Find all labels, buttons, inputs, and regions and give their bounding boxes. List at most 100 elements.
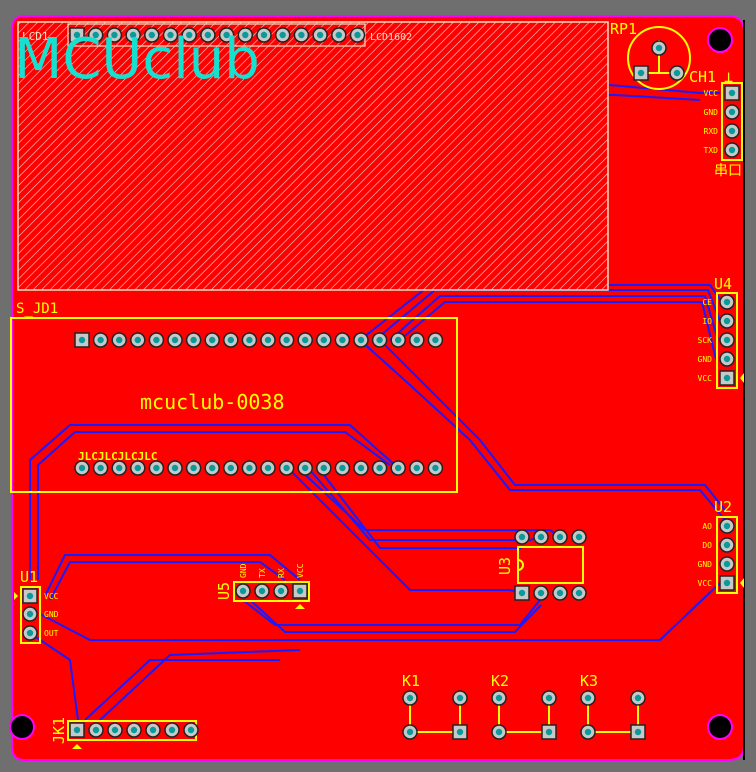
pin1-marker xyxy=(14,592,18,600)
drill-hole xyxy=(190,464,197,472)
ch1-pin-label: TXD xyxy=(704,146,719,155)
drill-hole xyxy=(357,336,365,344)
drill-hole xyxy=(456,694,464,702)
drill-hole xyxy=(78,464,86,472)
u3-outline[interactable] xyxy=(517,546,584,584)
drill-hole xyxy=(723,298,731,306)
drill-hole xyxy=(277,587,285,595)
drill-hole xyxy=(728,146,736,154)
u5-designator: U5 xyxy=(215,582,233,600)
drill-hole xyxy=(634,728,642,736)
drill-hole xyxy=(584,694,592,702)
u1-outline[interactable] xyxy=(20,586,41,644)
drill-hole xyxy=(655,44,663,52)
rp1-outline[interactable] xyxy=(627,26,691,90)
mounting-hole xyxy=(707,714,733,740)
drill-hole xyxy=(302,336,309,344)
drill-hole xyxy=(134,336,141,344)
drill-hole xyxy=(495,694,503,702)
drill-hole xyxy=(134,464,141,472)
drill-hole xyxy=(167,31,174,39)
ch1-outline[interactable] xyxy=(721,82,743,161)
drill-hole xyxy=(279,31,286,39)
k2-designator: K2 xyxy=(491,672,509,690)
u5-pin-label: RX xyxy=(277,568,286,578)
drill-hole xyxy=(26,629,34,637)
drill-hole xyxy=(556,533,564,541)
u3-notch xyxy=(517,559,524,571)
s-jd1-title: mcuclub-0038 xyxy=(140,390,285,414)
drill-hole xyxy=(26,610,34,618)
drill-hole xyxy=(204,31,212,39)
drill-hole xyxy=(258,587,266,595)
drill-hole xyxy=(209,336,216,344)
k3-designator: K3 xyxy=(580,672,598,690)
mounting-hole xyxy=(9,714,35,740)
u3-designator: U3 xyxy=(496,557,514,575)
ch1-designator: CH1 xyxy=(689,68,716,86)
pin1-marker xyxy=(72,744,82,749)
u4-pin-label: VCC xyxy=(698,374,713,383)
ch1-pin-label: RXD xyxy=(704,127,719,136)
drill-hole xyxy=(413,464,420,472)
drill-hole xyxy=(456,728,464,736)
drill-hole xyxy=(129,31,137,39)
lcd-area[interactable] xyxy=(17,21,609,291)
u2-outline[interactable] xyxy=(716,516,738,594)
key-outline xyxy=(409,698,461,733)
drill-hole xyxy=(171,336,179,344)
u4-pin-label: IO xyxy=(702,317,712,326)
drill-hole xyxy=(335,31,342,39)
ch1-ground-symbol: ⊥ xyxy=(724,68,733,86)
drill-hole xyxy=(239,587,247,595)
drill-hole xyxy=(723,522,731,530)
drill-hole xyxy=(116,464,123,472)
u2-designator: U2 xyxy=(714,498,732,516)
ch1-pin-label: VCC xyxy=(704,89,719,98)
drill-hole xyxy=(283,336,290,344)
drill-hole xyxy=(283,464,290,472)
drill-hole xyxy=(637,69,645,77)
lcd-designator: LCD1 xyxy=(22,30,49,43)
drill-hole xyxy=(432,464,439,472)
drill-hole xyxy=(171,464,179,472)
drill-hole xyxy=(406,694,414,702)
ch1-caption: 串口 xyxy=(714,163,742,179)
u1-pin-label: GND xyxy=(44,610,59,619)
drill-hole xyxy=(395,464,402,472)
drill-hole xyxy=(242,31,249,39)
drill-hole xyxy=(575,533,583,541)
drill-hole xyxy=(316,31,324,39)
drill-hole xyxy=(264,464,272,472)
drill-hole xyxy=(227,464,234,472)
drill-hole xyxy=(723,374,731,382)
drill-hole xyxy=(78,336,86,344)
drill-hole xyxy=(111,31,118,39)
u5-pin-label: GND xyxy=(239,563,248,578)
u4-outline[interactable] xyxy=(716,292,738,389)
s-jd1-outline[interactable] xyxy=(10,317,458,493)
drill-hole xyxy=(432,336,439,344)
drill-hole xyxy=(723,336,731,344)
drill-hole xyxy=(246,336,253,344)
drill-hole xyxy=(73,726,81,734)
drill-hole xyxy=(116,336,123,344)
drill-hole xyxy=(92,726,100,734)
drill-hole xyxy=(130,726,138,734)
u2-pin-label: DO xyxy=(702,541,712,550)
u4-pin-label: CE xyxy=(702,298,712,307)
drill-hole xyxy=(673,69,681,77)
drill-hole xyxy=(495,728,503,736)
u5-outline[interactable] xyxy=(233,581,310,602)
drill-hole xyxy=(339,464,346,472)
drill-hole xyxy=(302,464,309,472)
u4-designator: U4 xyxy=(714,275,732,293)
drill-hole xyxy=(545,728,553,736)
u1-pin-label: OUT xyxy=(44,629,59,638)
drill-hole xyxy=(376,464,383,472)
drill-hole xyxy=(246,464,253,472)
drill-hole xyxy=(357,464,365,472)
drill-hole xyxy=(320,464,327,472)
